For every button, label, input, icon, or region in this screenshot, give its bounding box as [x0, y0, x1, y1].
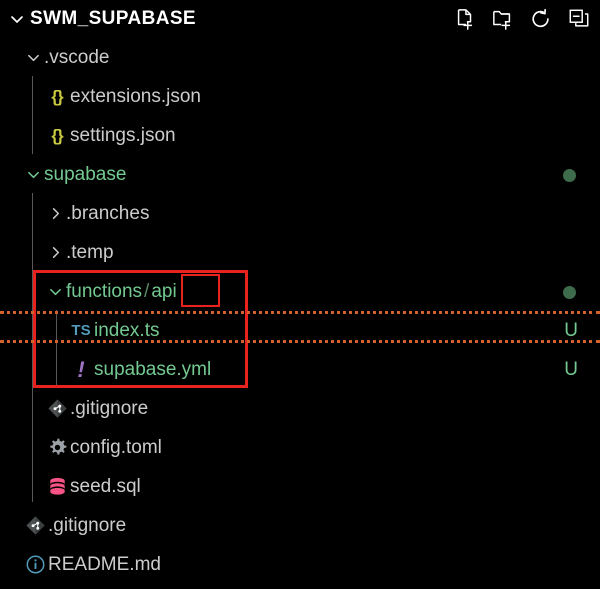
- tree-item-label: supabase: [44, 164, 127, 185]
- gear-icon: [44, 428, 70, 467]
- tree-item-label: index.ts: [94, 320, 160, 341]
- new-file-icon[interactable]: [452, 6, 478, 32]
- tree-row-branches[interactable]: .branches: [0, 194, 600, 233]
- tree-row-readme-md[interactable]: README.md: [0, 545, 600, 584]
- chevron-right-icon[interactable]: [44, 194, 66, 233]
- git-status-badge: U: [564, 359, 578, 380]
- tree-item-label: .gitignore: [70, 398, 149, 419]
- git-icon: [44, 389, 70, 428]
- git-icon: [22, 506, 48, 545]
- path-separator: /: [144, 281, 150, 302]
- explorer-header[interactable]: SWM_SUPABASE: [0, 0, 600, 38]
- tree-row-gitignore-supabase[interactable]: .gitignore: [0, 389, 600, 428]
- tree-row-temp[interactable]: .temp: [0, 233, 600, 272]
- tree-row-vscode[interactable]: .vscode: [0, 38, 600, 77]
- tree-row-functions-api[interactable]: functions / api: [0, 272, 600, 311]
- database-icon: [44, 467, 70, 506]
- tree-item-label: supabase.yml: [94, 359, 212, 380]
- tree-item-label: settings.json: [70, 125, 176, 146]
- tree-row-settings-json[interactable]: {} settings.json: [0, 116, 600, 155]
- tree-row-gitignore-root[interactable]: .gitignore: [0, 506, 600, 545]
- tree-item-label: .branches: [66, 203, 150, 224]
- tree-row-seed-sql[interactable]: seed.sql: [0, 467, 600, 506]
- new-folder-icon[interactable]: [490, 6, 516, 32]
- json-icon: {}: [51, 86, 63, 106]
- chevron-down-icon[interactable]: [22, 38, 44, 77]
- status-dot: [563, 285, 576, 299]
- tree-item-label: config.toml: [70, 437, 162, 458]
- tree-item-label: .temp: [66, 242, 114, 263]
- tree-item-label: .gitignore: [48, 515, 127, 536]
- tree-item-label-suffix: api: [151, 281, 177, 302]
- file-explorer-tree[interactable]: .vscode {} extensions.json {} settings.j…: [0, 38, 600, 584]
- tree-row-index-ts[interactable]: TS index.ts U: [0, 311, 600, 350]
- tree-item-label: seed.sql: [70, 476, 141, 497]
- indent-guide: [56, 310, 57, 388]
- chevron-down-icon[interactable]: [44, 272, 66, 311]
- yaml-icon: !: [77, 356, 85, 382]
- refresh-icon[interactable]: [528, 6, 554, 32]
- json-icon: {}: [51, 125, 63, 145]
- tree-item-label: README.md: [48, 554, 161, 575]
- tree-item-label: extensions.json: [70, 86, 201, 107]
- tree-row-extensions-json[interactable]: {} extensions.json: [0, 77, 600, 116]
- explorer-actions: [452, 0, 592, 38]
- typescript-icon: TS: [71, 322, 91, 339]
- tree-item-label: functions: [66, 281, 143, 302]
- tree-item-label: .vscode: [44, 47, 110, 68]
- collapse-all-icon[interactable]: [566, 6, 592, 32]
- tree-row-supabase-yml[interactable]: ! supabase.yml U: [0, 350, 600, 389]
- markdown-info-icon: [22, 545, 48, 584]
- chevron-down-icon[interactable]: [22, 155, 44, 194]
- indent-guide: [32, 76, 33, 154]
- tree-row-supabase[interactable]: supabase: [0, 155, 600, 194]
- status-dot: [563, 168, 576, 182]
- indent-guide: [32, 193, 33, 502]
- page-title: SWM_SUPABASE: [30, 8, 196, 29]
- chevron-down-icon[interactable]: [4, 11, 30, 27]
- chevron-right-icon[interactable]: [44, 233, 66, 272]
- git-status-badge: U: [564, 320, 578, 341]
- tree-row-config-toml[interactable]: config.toml: [0, 428, 600, 467]
